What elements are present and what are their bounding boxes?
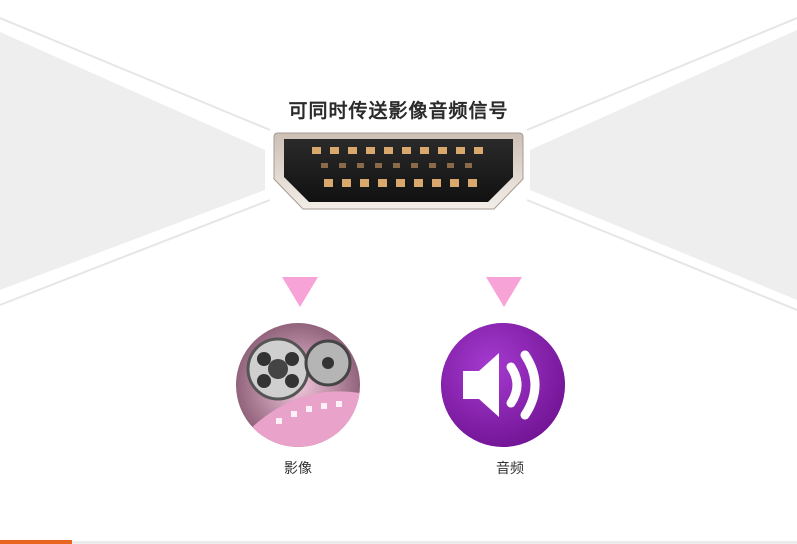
hdmi-port-icon xyxy=(273,132,524,210)
footer-accent-bar xyxy=(0,540,72,544)
down-arrow-icon xyxy=(282,277,318,307)
down-arrow-icon xyxy=(486,277,522,307)
video-label: 影像 xyxy=(284,461,312,477)
audio-label: 音频 xyxy=(496,461,524,477)
film-reel-icon xyxy=(236,323,360,447)
speaker-volume-icon xyxy=(441,323,565,447)
footer-divider xyxy=(0,541,797,544)
headline: 可同时传送影像音频信号 xyxy=(288,100,509,122)
